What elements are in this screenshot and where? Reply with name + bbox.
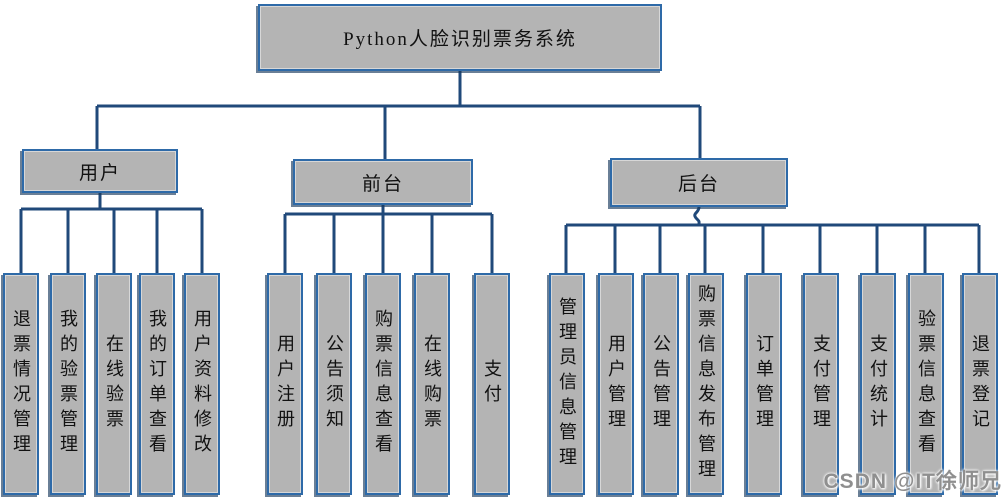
node-leaf-payment: 支付 [474,273,510,495]
leaf-label: 用户注册 [275,334,295,434]
leaf-label: 退票情况管理 [11,309,31,459]
leaf-label: 购票信息查看 [373,309,393,459]
node-branch-back-label: 后台 [677,174,720,195]
node-leaf-refund-register: 退票登记 [962,273,998,495]
node-leaf-my-ticket-check-mgmt: 我的验票管理 [50,273,86,495]
node-leaf-payment-stats: 支付统计 [860,273,896,495]
leaf-label: 我的验票管理 [58,309,78,459]
node-leaf-online-ticket-check: 在线验票 [96,273,132,495]
node-branch-user: 用户 [22,149,178,193]
leaf-label: 支付 [482,359,502,409]
leaf-label: 我的订单查看 [147,309,167,459]
node-leaf-user-register: 用户注册 [267,273,303,495]
node-leaf-order-mgmt: 订单管理 [746,273,782,495]
node-leaf-user-mgmt: 用户管理 [598,273,634,495]
leaf-label: 支付管理 [811,334,831,434]
node-leaf-notice-mgmt: 公告管理 [643,273,679,495]
leaf-label: 验票信息查看 [916,309,936,459]
node-leaf-ticket-info-view: 购票信息查看 [365,273,401,495]
node-leaf-payment-mgmt: 支付管理 [803,273,839,495]
node-branch-front-label: 前台 [361,173,404,195]
node-branch-user-label: 用户 [78,162,121,184]
node-leaf-refund-status-mgmt: 退票情况管理 [3,273,39,495]
node-root-label: Python人脸识别票务系统 [343,29,577,50]
node-branch-front: 前台 [293,159,473,205]
leaf-label: 支付统计 [868,334,888,434]
node-leaf-ticket-info-publish-mgmt: 购票信息发布管理 [688,273,724,495]
leaf-label: 管理员信息管理 [557,296,577,472]
connector-back-stem [693,206,701,226]
leaf-label: 购票信息发布管理 [696,284,716,484]
csdn-watermark: CSDN @IT徐师兄 [823,470,1002,493]
leaf-label: 在线验票 [104,334,124,434]
leaf-label: 用户管理 [606,334,626,434]
leaf-label: 公告管理 [651,334,671,434]
leaf-label: 公告须知 [324,334,344,434]
node-leaf-online-ticket-buy: 在线购票 [414,273,450,495]
node-leaf-user-profile-edit: 用户资料修改 [184,273,220,495]
node-leaf-my-order-view: 我的订单查看 [139,273,175,495]
leaf-label: 在线购票 [422,334,442,434]
node-leaf-ticket-check-info-view: 验票信息查看 [908,273,944,495]
leaf-label: 退票登记 [970,334,990,434]
node-leaf-notice: 公告须知 [316,273,352,495]
node-branch-back: 后台 [610,158,788,207]
node-leaf-admin-info-mgmt: 管理员信息管理 [549,273,585,495]
node-root: Python人脸识别票务系统 [258,4,662,71]
leaf-label: 订单管理 [754,334,774,434]
leaf-label: 用户资料修改 [192,309,212,459]
